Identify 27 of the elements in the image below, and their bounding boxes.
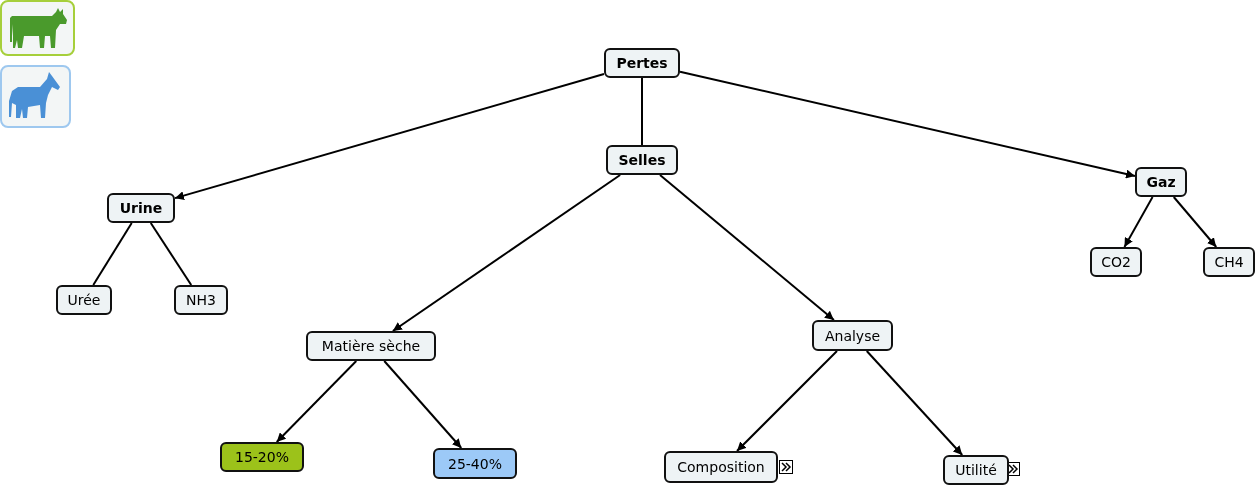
concept-box: 15-20% <box>220 442 304 472</box>
concept-box: 25-40% <box>433 448 517 479</box>
connector-line <box>92 222 133 286</box>
arrow <box>1123 196 1154 248</box>
arrow <box>736 350 838 452</box>
arrow <box>275 360 358 443</box>
connector-line <box>641 77 643 146</box>
arrow <box>865 350 964 456</box>
connector-line <box>149 222 193 286</box>
concept-box: CH4 <box>1203 247 1255 277</box>
arrow <box>1172 196 1218 248</box>
concept-box: Urine <box>107 193 175 223</box>
concept-box: Composition <box>664 451 778 483</box>
concept-box: Selles <box>606 145 678 175</box>
arrow <box>659 174 835 321</box>
concept-box: Pertes <box>604 48 680 78</box>
concept-box: Urée <box>56 285 112 315</box>
concept-box: Utilité <box>943 455 1009 485</box>
concept-box: CO2 <box>1090 247 1142 277</box>
arrow <box>174 73 605 200</box>
concept-box: Analyse <box>812 320 893 351</box>
arrow <box>383 360 463 449</box>
concept-box: Matière sèche <box>306 331 436 361</box>
arrow <box>679 70 1136 179</box>
arrow <box>391 174 622 332</box>
concept-box: NH3 <box>174 285 228 315</box>
concept-box: Gaz <box>1135 167 1187 197</box>
